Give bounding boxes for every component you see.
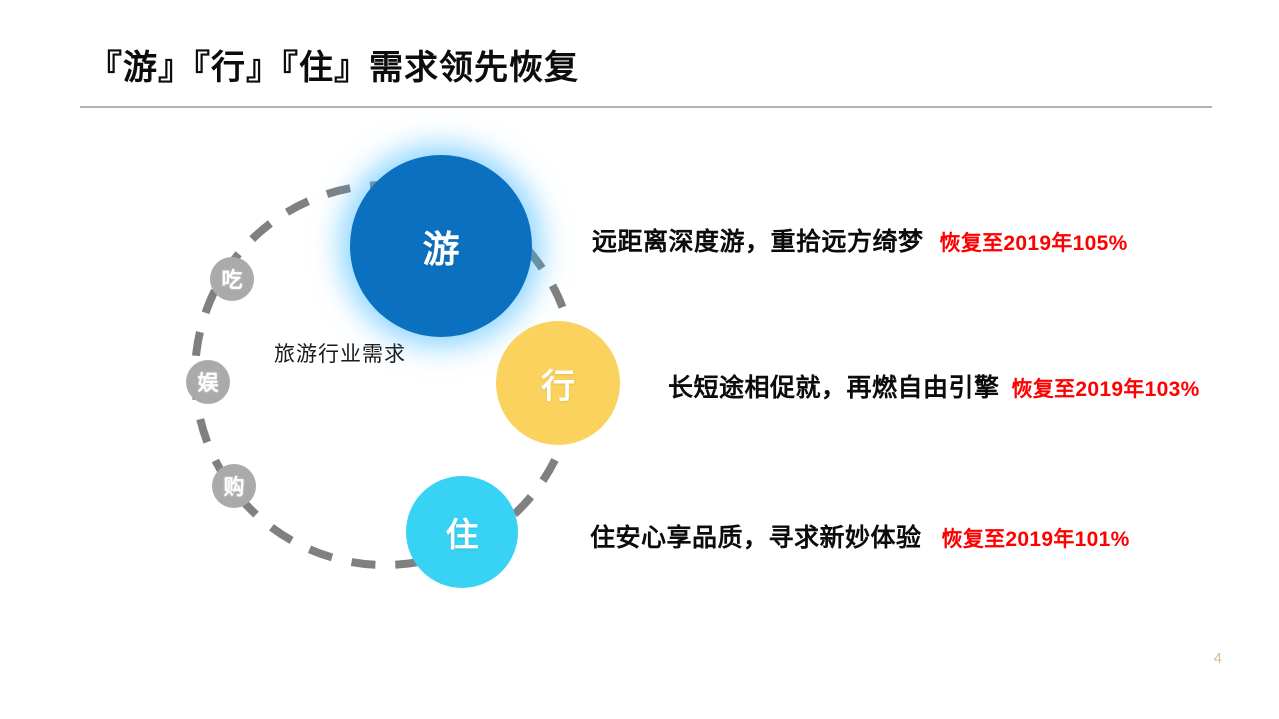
insight-stat-xing: 恢复至2019年103% — [1011, 378, 1200, 401]
node-you-label: 游 — [422, 229, 460, 270]
demand-cycle-diagram: 旅游行业需求 游 行 住 吃 娱 购 — [150, 140, 620, 610]
insight-text-you: 远距离深度游，重拾远方绮梦 — [592, 228, 924, 256]
node-yu-label: 娱 — [197, 372, 219, 395]
insight-stat-zhu: 恢复至2019年101% — [941, 528, 1130, 551]
insight-text-zhu: 住安心享品质，寻求新妙体验 — [590, 524, 922, 552]
insight-row-xing: 长短途相促就，再燃自由引擎 恢复至2019年103% — [668, 368, 1200, 404]
node-xing[interactable]: 行 — [496, 321, 620, 445]
title-divider — [80, 106, 1212, 108]
insight-text-xing: 长短途相促就，再燃自由引擎 — [668, 374, 1000, 402]
node-gou-label: 购 — [223, 476, 245, 499]
insight-stat-you: 恢复至2019年105% — [939, 232, 1128, 255]
diagram-center-label: 旅游行业需求 — [274, 343, 406, 366]
node-xing-label: 行 — [541, 367, 575, 406]
node-gou[interactable]: 购 — [212, 464, 256, 508]
node-zhu[interactable]: 住 — [406, 476, 518, 588]
insight-row-you: 远距离深度游，重拾远方绮梦 恢复至2019年105% — [592, 222, 1128, 258]
insight-row-zhu: 住安心享品质，寻求新妙体验 恢复至2019年101% — [590, 518, 1130, 554]
node-chi-label: 吃 — [221, 269, 243, 292]
node-zhu-label: 住 — [445, 516, 479, 553]
page-number: 4 — [1213, 650, 1222, 667]
node-yu[interactable]: 娱 — [186, 360, 230, 404]
node-chi[interactable]: 吃 — [210, 257, 254, 301]
page-title: 『游』『行』『住』需求领先恢复 — [88, 49, 579, 87]
node-you[interactable]: 游 — [350, 155, 532, 337]
